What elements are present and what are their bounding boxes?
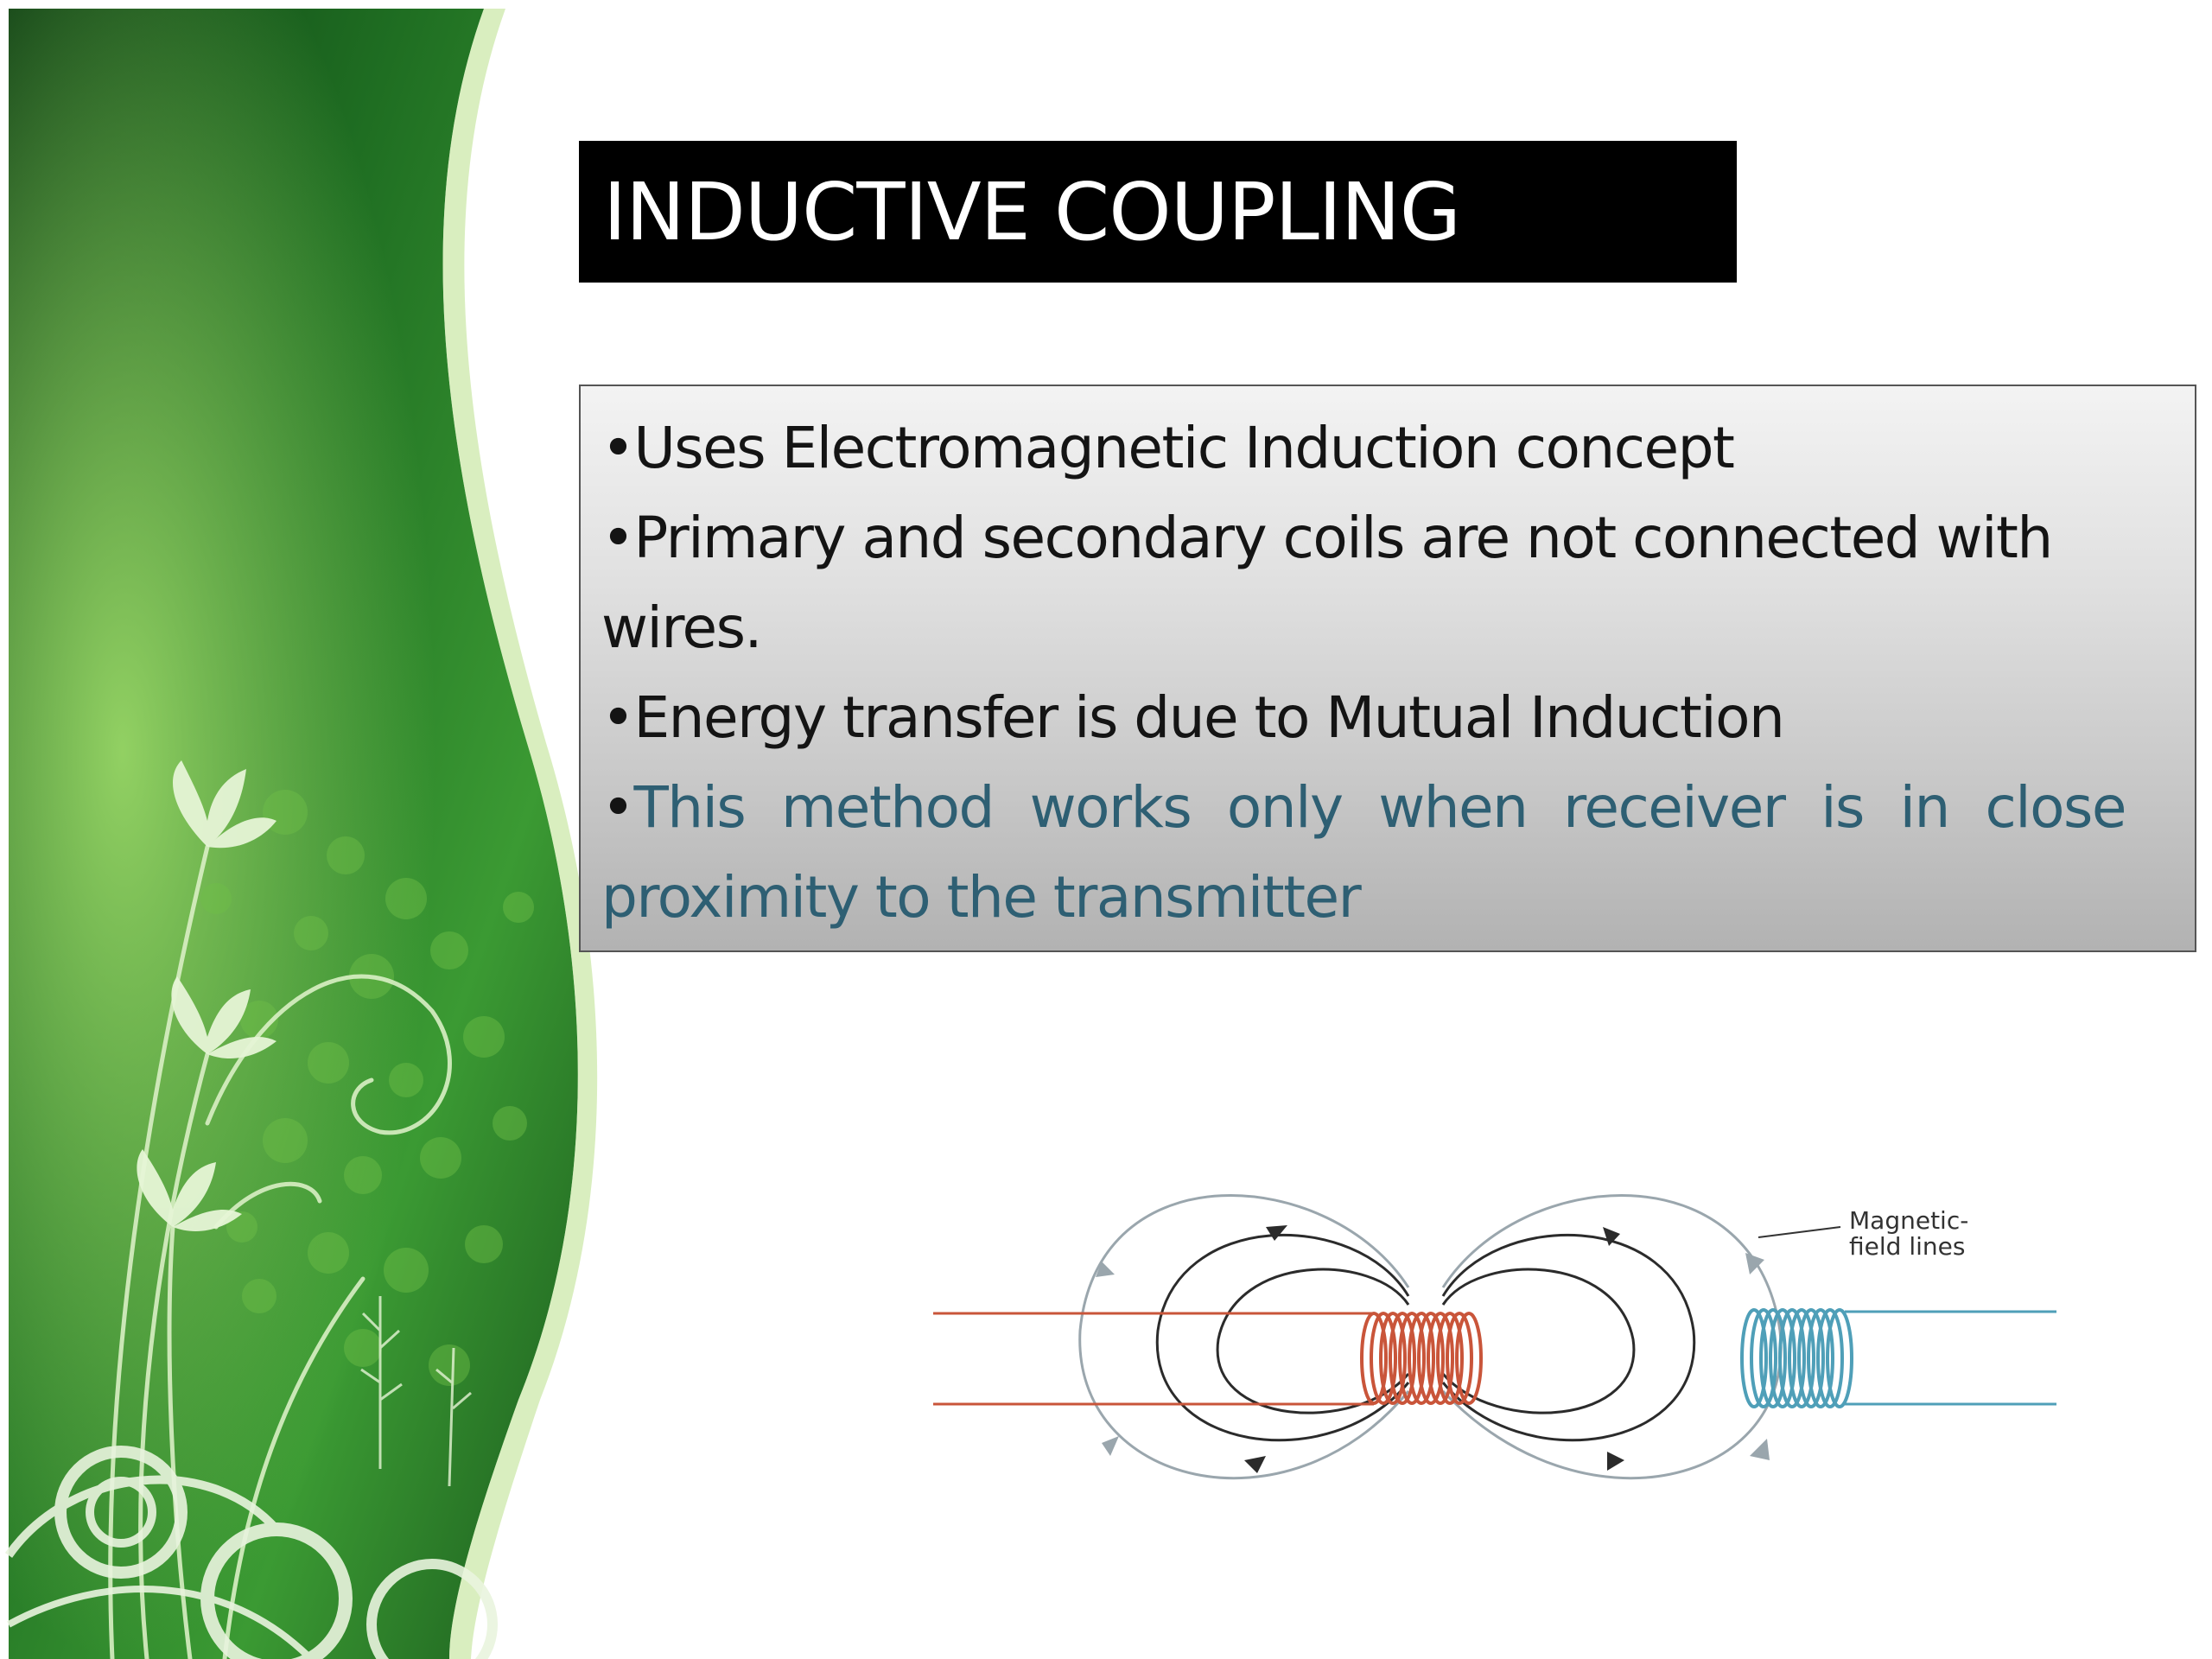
bullet-item: •Energy transfer is due to Mutual Induct…: [601, 673, 2126, 763]
bullet-item: •Uses Electromagnetic Induction concept: [601, 404, 2126, 493]
slide-title: INDUCTIVE COUPLING: [603, 165, 1461, 258]
bullet-marker: •: [601, 684, 635, 751]
coil-field-diagram: [933, 1194, 2056, 1480]
bullet-text: Uses Electromagnetic Induction concept: [633, 415, 1734, 481]
floral-swirl-decoration: [4, 9, 598, 1659]
bullet-marker: •: [601, 415, 635, 481]
bullet-marker: •: [601, 774, 635, 841]
field-lines-label: Magnetic- field lines: [1849, 1208, 2022, 1260]
bullet-text: This method works only when receiver is …: [601, 774, 2127, 931]
bullet-item: •Primary and secondary coils are not con…: [601, 493, 2126, 673]
field-lines-label-line2: field lines: [1849, 1232, 1966, 1261]
bullet-text: Primary and secondary coils are not conn…: [601, 505, 2053, 661]
bullet-text: Energy transfer is due to Mutual Inducti…: [633, 684, 1784, 751]
bullet-box: •Uses Electromagnetic Induction concept …: [579, 385, 2196, 952]
title-box: INDUCTIVE COUPLING: [579, 141, 1737, 283]
bullet-item-accent: •This method works only when receiver is…: [601, 763, 2127, 943]
bullet-marker: •: [601, 505, 635, 571]
field-lines-label-line1: Magnetic-: [1849, 1206, 1969, 1235]
